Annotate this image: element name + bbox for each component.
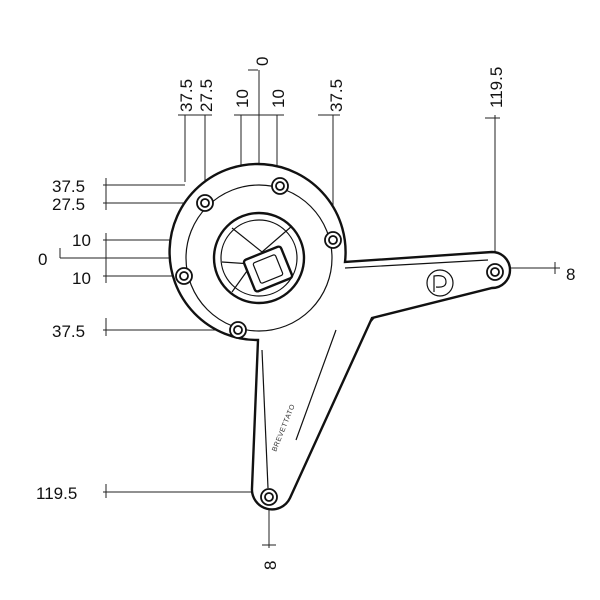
right-dimension-lines xyxy=(262,115,560,548)
right-dim-119-5: 119.5 xyxy=(487,67,506,108)
left-dimension-labels: 37.5 27.5 10 0 10 37.5 119.5 xyxy=(36,177,91,503)
left-dim-10-top: 10 xyxy=(72,231,91,250)
left-dim-0: 0 xyxy=(38,250,47,269)
top-dim-27-5: 27.5 xyxy=(197,79,216,112)
bracket-part xyxy=(168,162,512,511)
top-dim-37-5-left: 37.5 xyxy=(177,79,196,112)
left-dim-37-5-bottom: 37.5 xyxy=(52,322,85,341)
top-dim-0: 0 xyxy=(253,57,272,66)
left-dim-119-5: 119.5 xyxy=(36,484,77,503)
top-dimension-labels: 37.5 27.5 10 0 10 37.5 119.5 xyxy=(177,57,506,112)
top-dim-37-5-right: 37.5 xyxy=(327,79,346,112)
left-dim-27-5: 27.5 xyxy=(52,195,85,214)
brand-logo xyxy=(426,269,454,297)
left-dim-37-5-top: 37.5 xyxy=(52,177,85,196)
bottom-dim-8: 8 xyxy=(261,561,280,570)
top-dim-10-right: 10 xyxy=(269,89,288,108)
left-dim-10-bottom: 10 xyxy=(72,269,91,288)
mounting-holes xyxy=(175,177,504,506)
right-dim-8: 8 xyxy=(566,265,575,284)
top-dim-10-left: 10 xyxy=(233,89,252,108)
